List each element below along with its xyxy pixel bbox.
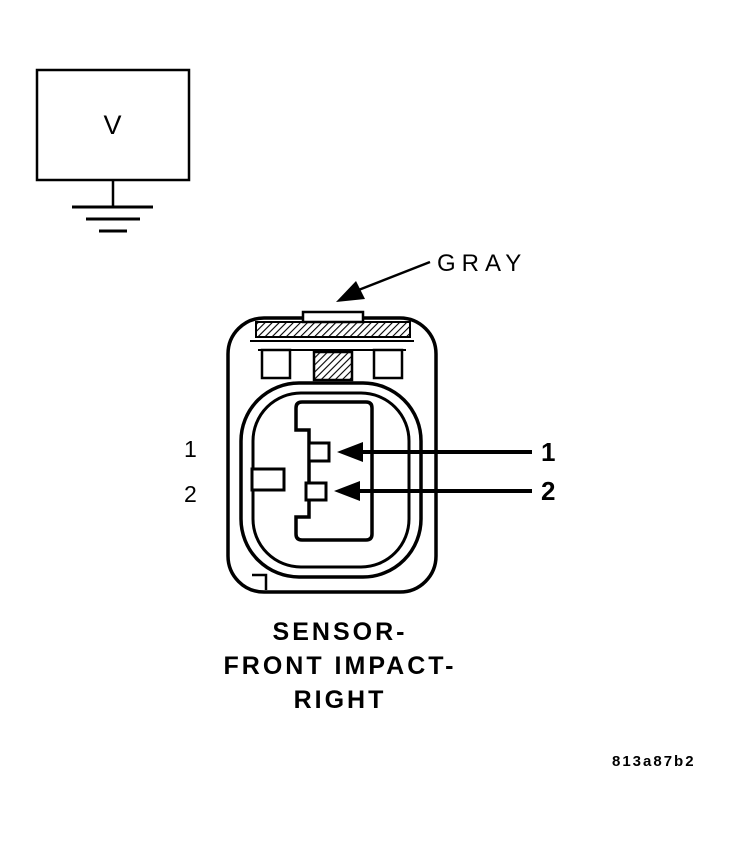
pin-1-arrowhead-icon	[337, 442, 363, 462]
connector-left-latch-block	[260, 348, 292, 380]
pin-2-arrowhead-icon	[334, 481, 360, 501]
connector-color-label: GRAY	[437, 250, 528, 277]
connector-lock-band	[255, 321, 411, 338]
pin-1-arrow	[337, 442, 532, 462]
caption-line-1: SENSOR-	[272, 618, 408, 646]
ground-symbol	[72, 205, 153, 233]
pin-2-arrow	[334, 481, 532, 501]
connector-center-lock-block	[312, 350, 354, 382]
connector-terminal-cavity	[294, 400, 374, 542]
figure-part-code: 813a87b2	[612, 753, 696, 770]
pin-callout-arrows	[334, 442, 532, 501]
voltmeter-label: V	[103, 109, 123, 140]
pin-2-row-label: 2	[184, 481, 197, 507]
gray-leader-arrowhead-icon	[336, 281, 365, 302]
connector-caption: SENSOR- FRONT IMPACT- RIGHT	[150, 615, 530, 717]
connector-bottom-notch	[252, 573, 268, 590]
connector-keyway	[250, 467, 286, 492]
caption-line-2: FRONT IMPACT-	[223, 652, 457, 680]
gray-leader-line	[355, 260, 431, 293]
caption-line-3: RIGHT	[293, 686, 387, 714]
gray-callout-leader	[336, 260, 431, 302]
connector-right-latch-block	[372, 348, 404, 380]
pin-1-callout-label: 1	[541, 437, 556, 467]
pin-1	[307, 441, 331, 463]
pin-2-callout-label: 2	[541, 476, 556, 506]
pin-1-row-label: 1	[184, 436, 197, 462]
connector-latch-tab	[301, 310, 365, 324]
pin-2	[304, 481, 328, 502]
connector-drawing	[226, 310, 438, 594]
voltmeter-symbol	[35, 68, 191, 233]
connector-seal-outer	[239, 381, 423, 579]
